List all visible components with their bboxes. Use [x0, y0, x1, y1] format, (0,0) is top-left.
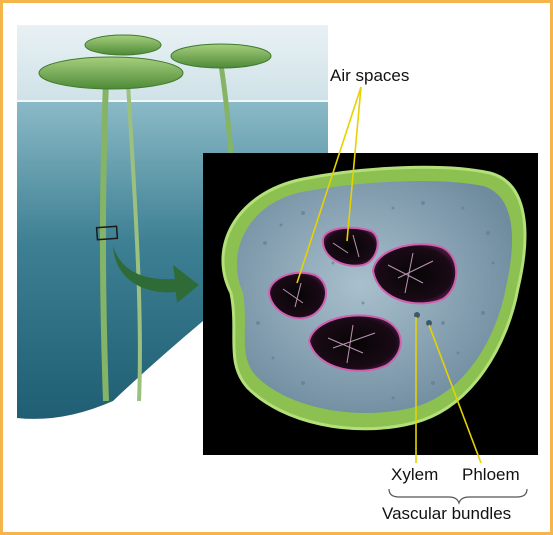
lily-pad-leaf — [171, 44, 271, 68]
lily-pad-leaf — [39, 57, 183, 89]
vascular-bundle — [414, 312, 420, 318]
vascular-bundles-label: Vascular bundles — [382, 505, 511, 522]
phloem-label: Phloem — [462, 466, 520, 483]
air-spaces-label: Air spaces — [330, 67, 409, 84]
stem-cross-section-micrograph — [203, 153, 538, 455]
lily-pad-leaf — [85, 35, 161, 55]
xylem-label: Xylem — [391, 466, 438, 483]
lily-stem-left — [103, 81, 106, 401]
illustration-canvas — [3, 3, 550, 532]
vascular-bundles-bracket — [389, 489, 527, 503]
